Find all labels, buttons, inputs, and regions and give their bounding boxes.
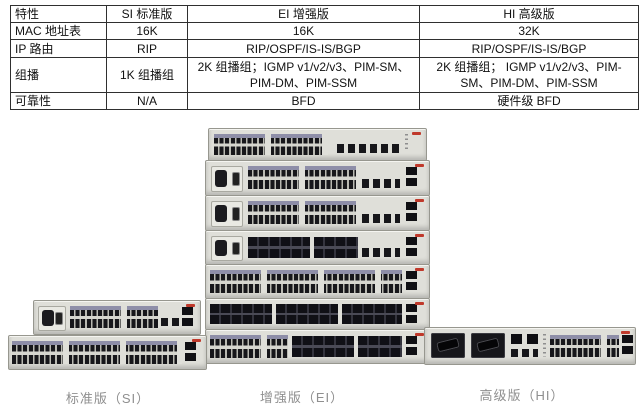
ei-switch-image-7: [205, 329, 430, 364]
col-header-ei: EI 增强版: [187, 5, 420, 23]
caption-hi: 高级版（HI）: [479, 388, 565, 403]
cell-ei: 16K: [187, 22, 420, 40]
si-switch-image-1: [33, 300, 201, 335]
sfp-port-block: [248, 237, 358, 258]
cell-ei: RIP/OSPF/IS-IS/BGP: [187, 39, 420, 58]
uplink-ports: [362, 179, 400, 188]
vendor-logo-icon: [415, 302, 424, 305]
port-block: [550, 335, 619, 357]
table-row: MAC 地址表 16K 16K 32K: [10, 22, 639, 40]
led-column-icon: [543, 334, 546, 357]
sfp-ports: [406, 237, 417, 258]
vendor-logo-icon: [415, 234, 424, 237]
port-block: [210, 270, 402, 293]
ei-switch-image-3: [205, 195, 430, 231]
cell-ei: BFD: [187, 92, 420, 110]
sfp-ports: [182, 307, 193, 327]
sfp-ports: [622, 335, 633, 356]
table-header-row: 特性 SI 标准版 EI 增强版 HI 高级版: [10, 5, 639, 23]
port-block: [248, 166, 358, 189]
port-block: [210, 335, 288, 358]
vendor-logo-icon: [192, 339, 201, 342]
cell-hi: 2K 组播组； IGMP v1/v2/v3、PIM-SM、PIM-DM、PIM-…: [419, 57, 639, 93]
power-module: [211, 166, 243, 192]
cell-hi: RIP/OSPF/IS-IS/BGP: [419, 39, 639, 58]
sfp-ports: [185, 342, 196, 363]
power-module: [211, 201, 243, 227]
vendor-logo-icon: [621, 331, 630, 334]
port-block: [12, 341, 182, 364]
port-block: [214, 134, 328, 155]
cell-si: 16K: [106, 22, 188, 40]
sfp-ports: [406, 202, 417, 223]
row-feature-label: IP 路由: [10, 39, 107, 58]
power-module: [471, 333, 505, 358]
ei-switch-image-5: [205, 264, 430, 299]
cell-si: RIP: [106, 39, 188, 58]
power-module: [38, 306, 66, 331]
cell-si: 1K 组播组: [106, 57, 188, 93]
cell-hi: 32K: [419, 22, 639, 40]
uplink-ports: [362, 248, 400, 257]
sfp-port-block: [292, 336, 402, 357]
sfp-port-block: [210, 304, 402, 324]
sfp-ports: [406, 336, 417, 357]
table-row: 组播 1K 组播组 2K 组播组；IGMP v1/v2/v3、PIM-SM、PI…: [10, 57, 639, 93]
col-header-hi: HI 高级版: [419, 5, 639, 23]
col-header-feature: 特性: [10, 5, 107, 23]
led-column-icon: [405, 134, 408, 152]
feature-comparison-table: 特性 SI 标准版 EI 增强版 HI 高级版 MAC 地址表 16K 16K …: [10, 5, 639, 110]
ei-switch-image-4: [205, 230, 430, 265]
row-feature-label: 组播: [10, 57, 107, 93]
ei-switch-image-1: [208, 128, 427, 161]
vendor-logo-icon: [415, 164, 424, 167]
power-module: [211, 236, 243, 261]
col-header-si: SI 标准版: [106, 5, 188, 23]
power-module: [431, 333, 465, 358]
cell-hi: 硬件级 BFD: [419, 92, 639, 110]
console-ports: [511, 349, 538, 357]
vendor-logo-icon: [415, 199, 424, 202]
vendor-logo-icon: [412, 132, 421, 135]
cell-si: N/A: [106, 92, 188, 110]
table-row: IP 路由 RIP RIP/OSPF/IS-IS/BGP RIP/OSPF/IS…: [10, 39, 639, 58]
sfp-ports: [406, 304, 417, 324]
cell-ei: 2K 组播组；IGMP v1/v2/v3、PIM-SM、PIM-DM、PIM-S…: [187, 57, 420, 93]
uplink-ports: [161, 318, 187, 326]
sfp-ports: [406, 271, 417, 292]
sfp-ports: [406, 167, 417, 188]
caption-si: 标准版（SI）: [65, 391, 151, 406]
row-feature-label: MAC 地址表: [10, 22, 107, 40]
module-slots: [511, 334, 538, 344]
ei-switch-image-2: [205, 160, 430, 196]
si-switch-image-2: [8, 335, 207, 370]
uplink-ports: [362, 214, 400, 223]
vendor-logo-icon: [415, 268, 424, 271]
ei-switch-image-6: [205, 298, 430, 330]
caption-ei: 增强版（EI）: [259, 390, 345, 405]
vendor-logo-icon: [415, 333, 424, 336]
port-block: [70, 306, 158, 328]
row-feature-label: 可靠性: [10, 92, 107, 110]
vendor-logo-icon: [186, 304, 195, 307]
hi-switch-image-1: [424, 327, 636, 365]
uplink-ports: [337, 144, 403, 153]
port-block: [248, 201, 358, 224]
table-row: 可靠性 N/A BFD 硬件级 BFD: [10, 92, 639, 110]
